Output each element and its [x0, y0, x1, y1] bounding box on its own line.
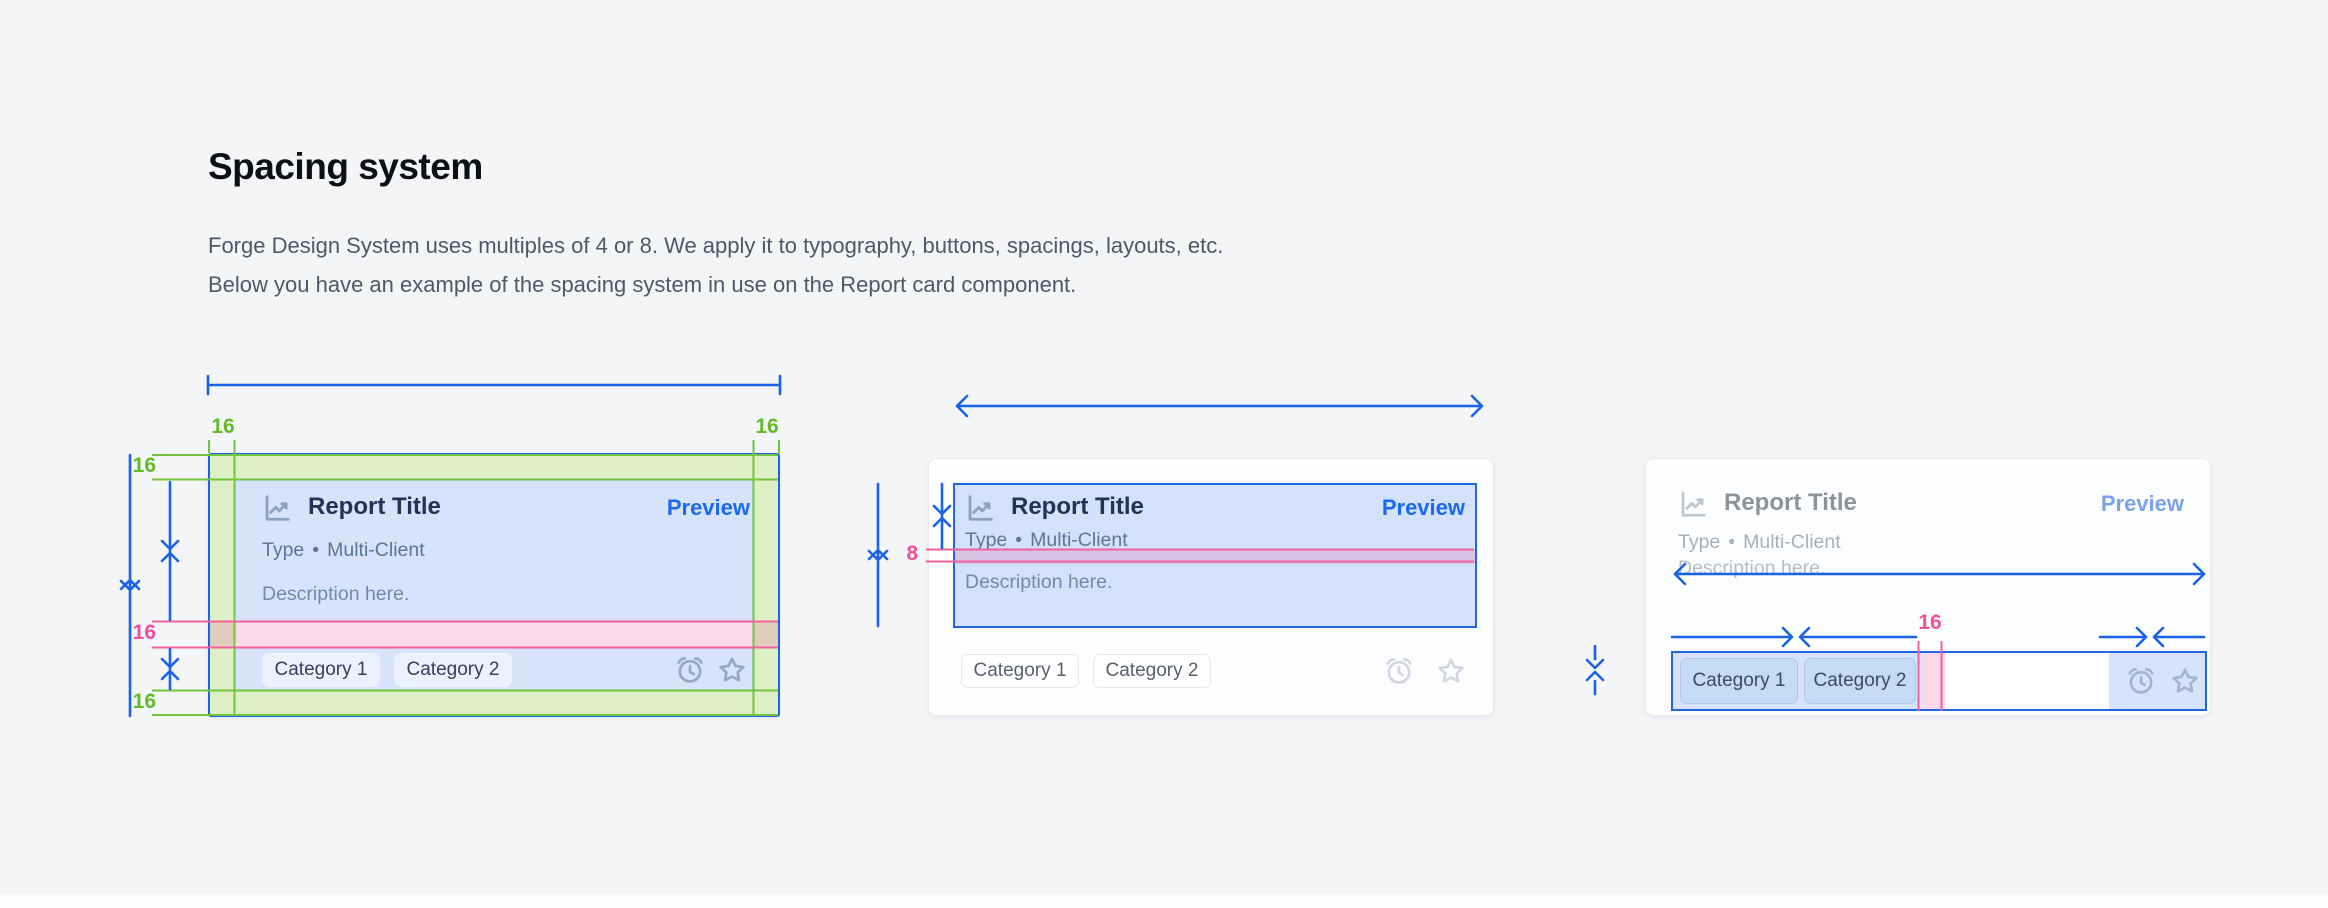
page-title: Spacing system	[208, 146, 483, 187]
padding-label-side-bottom: 16	[132, 690, 156, 713]
report-description: Description here.	[262, 583, 410, 605]
category-chip-1[interactable]: Category 1	[1680, 658, 1798, 704]
category-chip-2[interactable]: Category 2	[1804, 658, 1916, 704]
report-description: Description here.	[1678, 557, 1826, 579]
report-client: Multi-Client	[1743, 531, 1841, 553]
report-client: Multi-Client	[1030, 529, 1128, 551]
report-meta: Type • Multi-Client	[965, 529, 1128, 552]
report-meta: Type • Multi-Client	[262, 539, 425, 562]
gap-label-8: 8	[906, 542, 918, 565]
report-client: Multi-Client	[327, 539, 425, 561]
report-type: Type	[1678, 531, 1721, 553]
padding-band-top	[210, 455, 778, 480]
meta-bullet: •	[312, 539, 320, 561]
padding-label-top-right: 16	[755, 415, 779, 438]
gap-label-middle: 16	[132, 621, 156, 644]
report-card-category-gap-example[interactable]: Report Title Preview Type • Multi-Client D…	[1645, 458, 2211, 716]
preview-link[interactable]: Preview	[666, 495, 750, 520]
report-type: Type	[262, 539, 305, 561]
star-icon[interactable]	[1435, 655, 1467, 687]
padding-label-side-top: 16	[132, 454, 156, 477]
chart-line-icon	[965, 493, 995, 523]
alarm-icon[interactable]	[2125, 665, 2157, 697]
meta-bullet: •	[1015, 529, 1023, 551]
gap-band	[955, 550, 1475, 564]
gap-label-categories: 16	[1918, 611, 1942, 634]
alarm-icon[interactable]	[1383, 655, 1415, 687]
padding-band-right	[753, 480, 778, 691]
category-row-measure-box: Category 1 Category 2	[1671, 651, 2207, 711]
report-description: Description here.	[965, 571, 1113, 593]
category-chip-1[interactable]: Category 1	[961, 654, 1079, 688]
preview-link[interactable]: Preview	[1381, 495, 1465, 520]
meta-bullet: •	[1728, 531, 1736, 553]
star-icon[interactable]	[716, 654, 748, 686]
page-description-line-1: Forge Design System uses multiples of 4 …	[208, 233, 1224, 258]
alarm-icon[interactable]	[674, 654, 706, 686]
report-title: Report Title	[1011, 493, 1144, 520]
report-type: Type	[965, 529, 1008, 551]
category-chip-2[interactable]: Category 2	[1093, 654, 1211, 688]
report-card-padding-example[interactable]: Report Title Preview Type • Multi-Client D…	[208, 453, 780, 717]
category-chip-2[interactable]: Category 2	[394, 653, 512, 687]
gap-band	[210, 622, 778, 648]
preview-link[interactable]: Preview	[2100, 491, 2184, 516]
chart-line-icon	[1678, 489, 1708, 519]
page-description-line-2: Below you have an example of the spacing…	[208, 272, 1077, 297]
gap-band	[1921, 653, 1945, 709]
report-title: Report Title	[1724, 489, 1857, 516]
star-icon[interactable]	[2169, 665, 2201, 697]
content-highlight-block: Report Title Preview Type • Multi-Client D…	[953, 483, 1477, 628]
report-title: Report Title	[308, 493, 441, 520]
chart-line-icon	[262, 493, 292, 523]
category-chip-1[interactable]: Category 1	[262, 653, 380, 687]
report-card-gap-example[interactable]: Report Title Preview Type • Multi-Client D…	[928, 458, 1494, 716]
padding-label-top-left: 16	[211, 415, 235, 438]
page-bottom-strip	[0, 894, 2328, 908]
report-meta: Type • Multi-Client	[1678, 531, 1841, 554]
padding-band-left	[210, 480, 235, 691]
padding-band-bottom	[210, 691, 778, 715]
